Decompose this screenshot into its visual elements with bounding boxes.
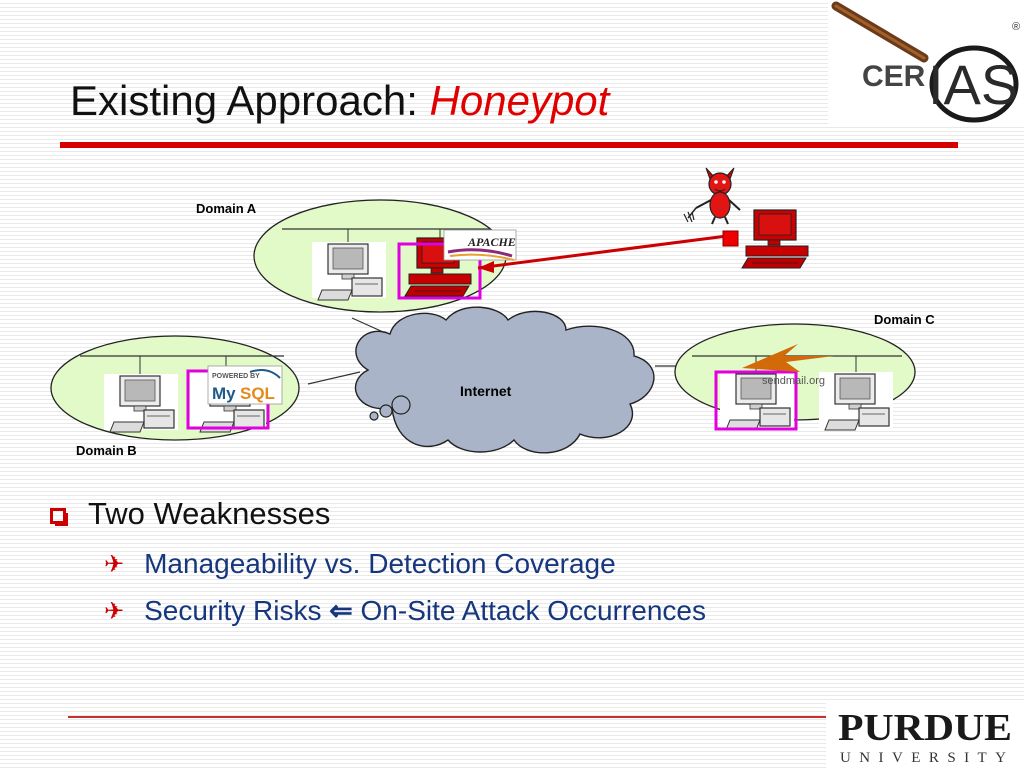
cerias-ias-text: IAS — [928, 53, 1018, 116]
bullet-sub-1: ✈ Manageability vs. Detection Coverage — [104, 548, 616, 580]
mysql-badge-sql: SQL — [240, 384, 275, 403]
slide-title: Existing Approach: Honeypot — [70, 80, 609, 122]
network-diagram: Domain A APACHE Domain B POWERED BY My S… — [50, 167, 935, 458]
apache-badge-text: APACHE — [467, 235, 516, 249]
domain-a-label: Domain A — [196, 201, 257, 216]
attacker-computer — [741, 209, 809, 269]
mysql-badge-powered: POWERED BY — [212, 373, 260, 380]
bullet-sub-2-suffix: On-Site Attack Occurrences — [360, 595, 706, 626]
bullet-sub-1-text: Manageability vs. Detection Coverage — [144, 548, 616, 579]
domain-b-label: Domain B — [76, 443, 137, 458]
footer-rule — [68, 716, 830, 718]
domain-c-honeypot-highlight — [714, 370, 798, 431]
airplane-bullet-icon: ✈ — [104, 551, 125, 578]
airplane-bullet-icon: ✈ — [104, 598, 125, 625]
title-main: Existing Approach: — [70, 77, 418, 124]
attack-line — [477, 234, 728, 270]
domain-a-honeypot-highlight — [397, 242, 482, 300]
purdue-university: UNIVERSITY — [840, 750, 1012, 766]
cerias-logo: CER IAS ® — [828, 0, 1024, 124]
link-domain-b — [307, 371, 361, 385]
purdue-name: PURDUE — [838, 707, 1012, 749]
internet-cloud — [355, 306, 655, 454]
internet-label: Internet — [460, 383, 512, 399]
attack-arrowhead — [478, 261, 494, 273]
checkbox-bullet-icon — [50, 507, 68, 526]
title-rule — [60, 142, 958, 148]
bullet-main: Two Weaknesses — [50, 496, 330, 532]
registered-mark: ® — [1012, 21, 1020, 33]
title-emphasis: Honeypot — [429, 77, 610, 124]
devil-icon — [683, 167, 741, 225]
domain-c-label: Domain C — [874, 312, 935, 327]
left-arrow-icon: ⇐ — [329, 595, 353, 626]
bullet-sub-2: ✈ Security Risks ⇐ On-Site Attack Occurre… — [104, 594, 706, 627]
attack-source-marker — [722, 230, 739, 247]
cerias-cer-text: CER — [862, 60, 926, 93]
bullet-main-text: Two Weaknesses — [88, 496, 331, 531]
bullet-sub-2-prefix: Security Risks — [144, 595, 322, 626]
mysql-badge-my: My — [212, 384, 236, 403]
sendmail-badge-text: sendmail.org — [762, 375, 825, 387]
sendmail-badge — [742, 344, 834, 372]
purdue-logo: PURDUE UNIVERSITY — [826, 700, 1024, 768]
